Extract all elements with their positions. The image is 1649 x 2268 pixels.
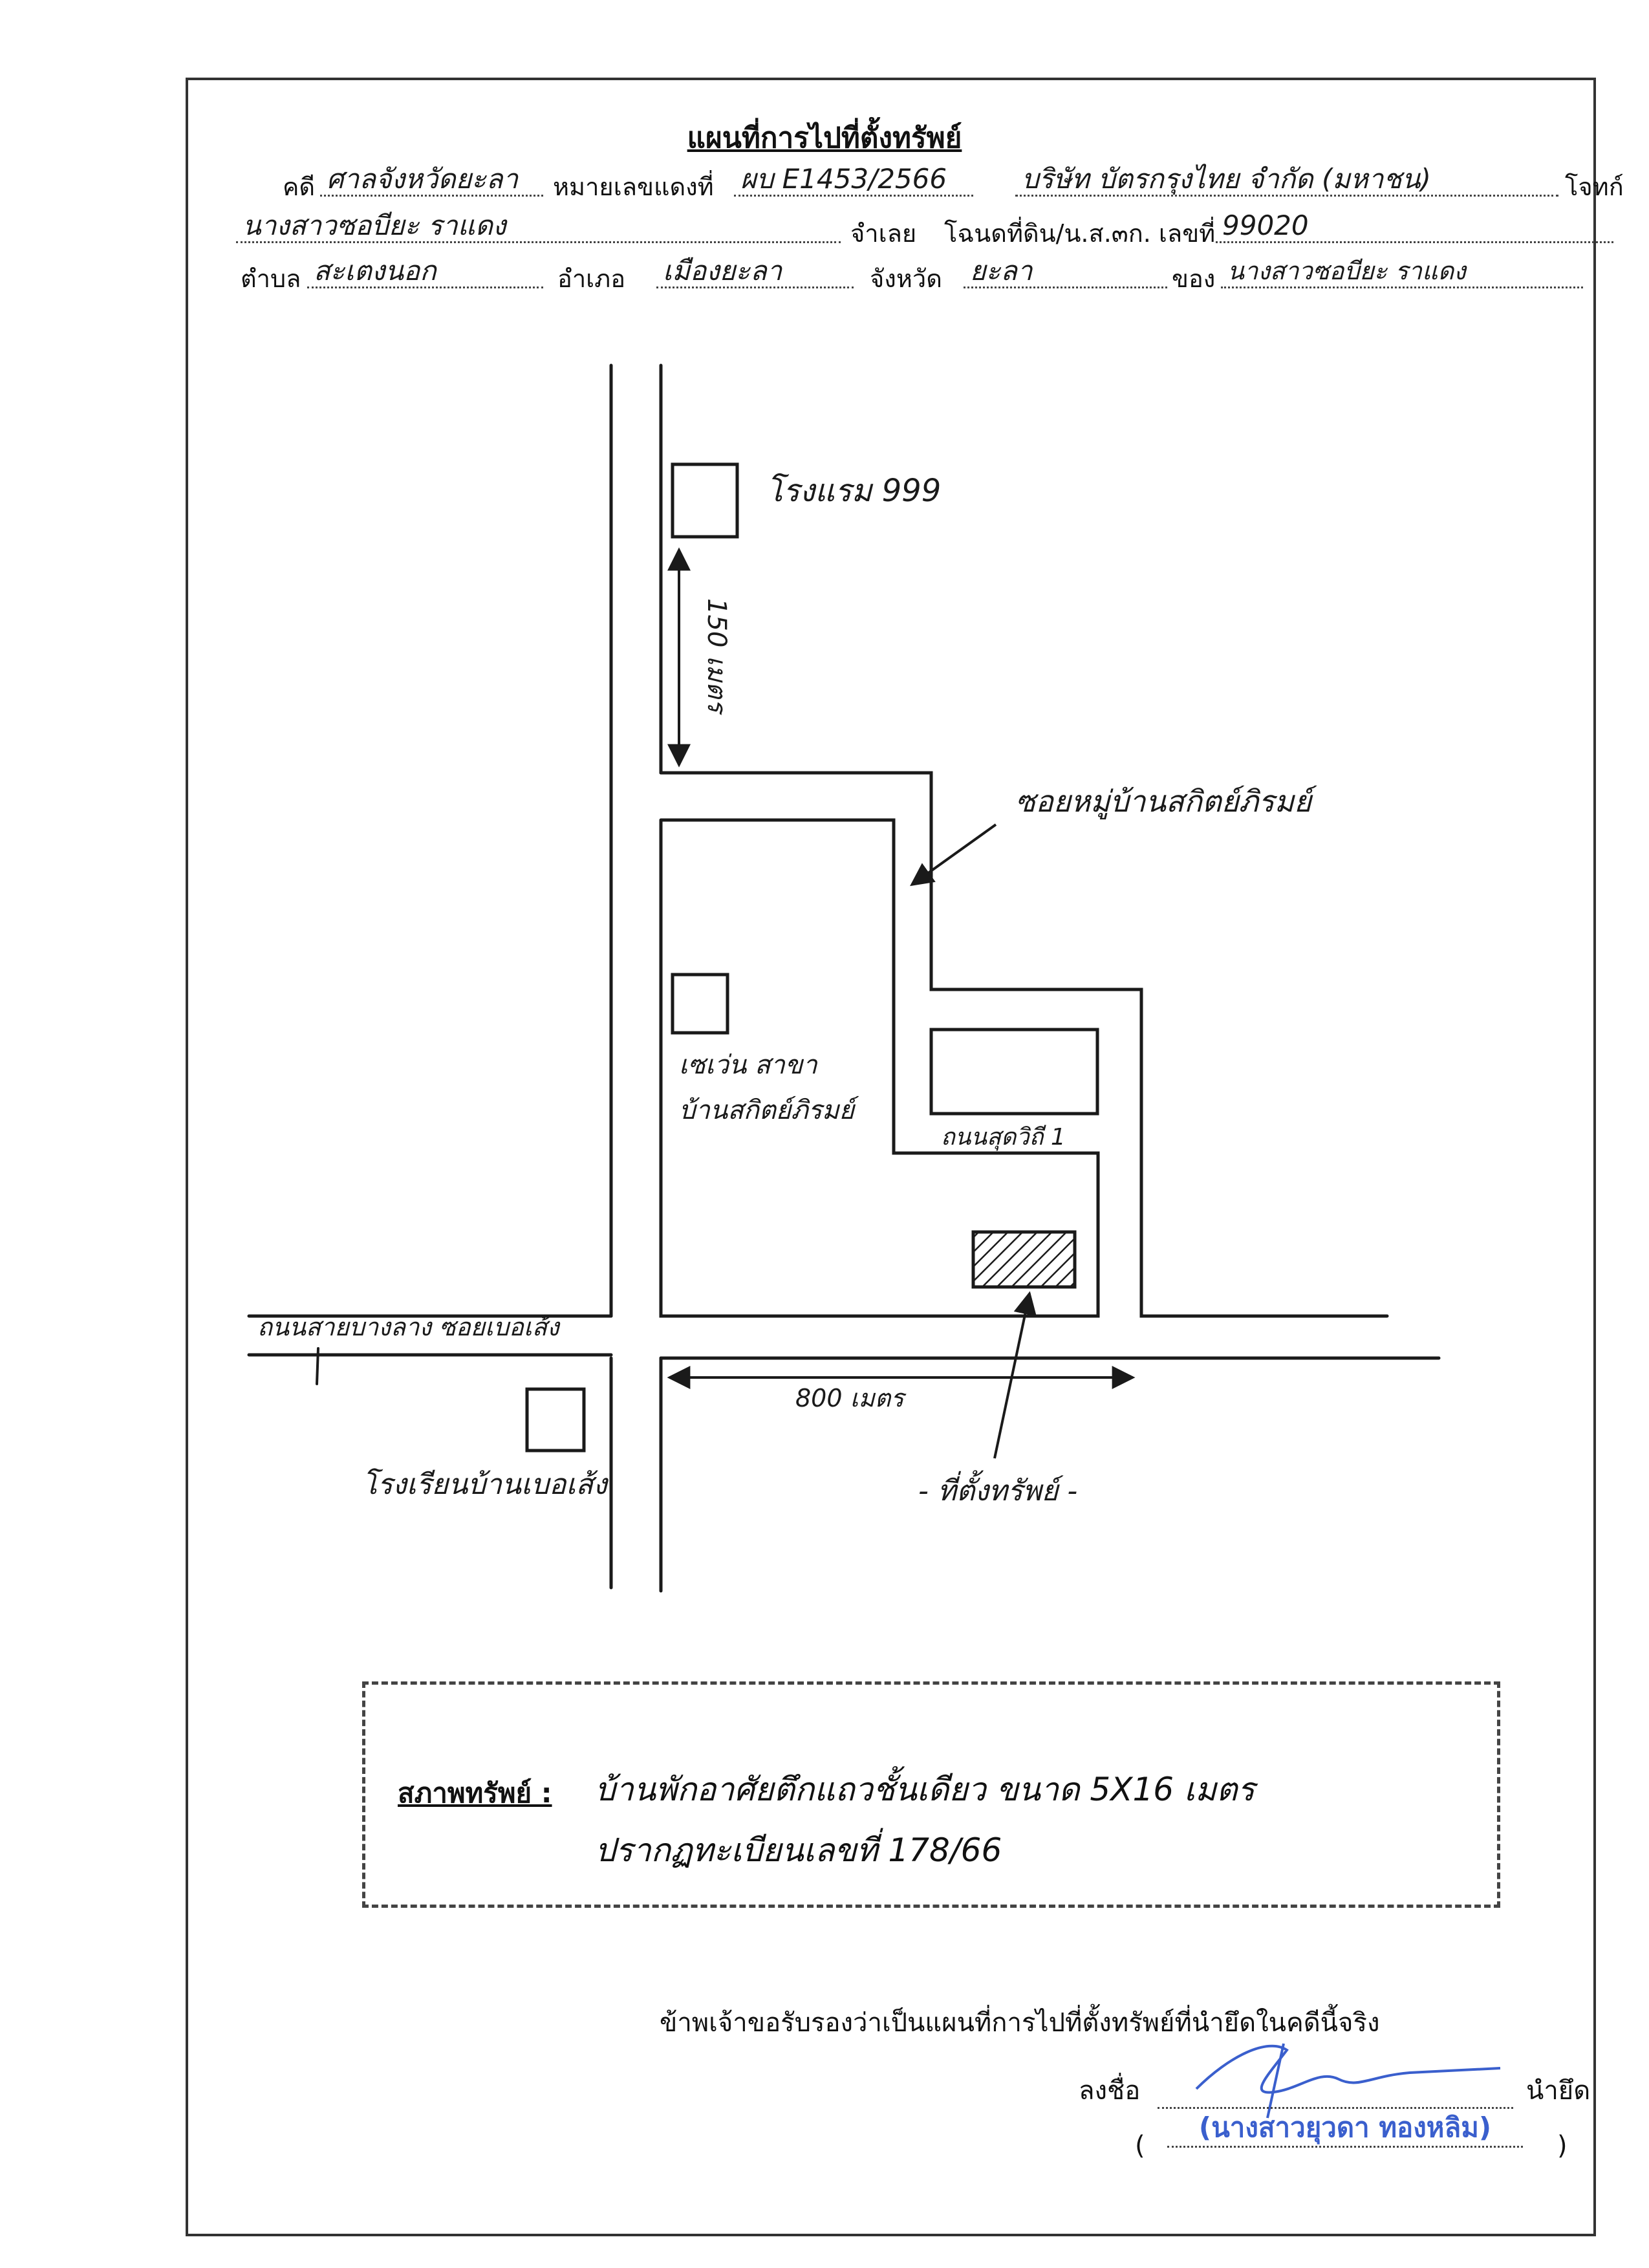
subdistrict-field: สะเตงนอก xyxy=(307,254,543,288)
east-distance-label: 800 เมตร xyxy=(795,1384,907,1412)
province-field: ยะลา xyxy=(964,254,1167,288)
hotel-label: โรงแรม 999 xyxy=(766,473,941,509)
property-pointer-arrow xyxy=(993,1291,1037,1459)
certification-statement: ข้าพเจ้าขอรับรองว่าเป็นแผนที่การไปที่ตั้… xyxy=(660,2008,1380,2038)
signer-name-stamp: (นางสาวยุวดา ทองหลิม) xyxy=(1167,2110,1523,2148)
district-field: เมืองยะลา xyxy=(656,254,854,288)
plaintiff-field: บริษัท บัตรกรุงไทย จำกัด (มหาชน) xyxy=(1015,162,1558,197)
red-number-label: หมายเลขแดงที่ xyxy=(553,173,714,201)
seven-eleven-label: เซเว่น สาขา xyxy=(679,1050,818,1080)
district-label: อำเภอ xyxy=(557,265,626,293)
defendant-field: นางสาวซอบียะ ราแดง xyxy=(236,208,841,243)
defendant-suffix: จำเลย xyxy=(850,219,917,248)
red-number-field: ผบ E1453/2566 xyxy=(734,162,973,197)
signature-line xyxy=(1158,2076,1513,2109)
property-condition-line-2: ปรากฏทะเบียนเลขที่ 178/66 xyxy=(595,1831,1002,1869)
owner-label: ของ xyxy=(1172,265,1216,293)
header-row-3: ตำบล สะเตงนอก อำเภอ เมืองยะลา จังหวัด ยะ… xyxy=(0,254,1649,299)
court-field: ศาลจังหวัดยะลา xyxy=(320,162,543,197)
sign-label: ลงชื่อ xyxy=(1079,2076,1141,2106)
soi-outer-edge xyxy=(659,771,1389,1318)
road-left-label: ถนนสายบางลาง ซอยเบอเส้ง xyxy=(257,1313,561,1341)
header-row-1: คดี ศาลจังหวัดยะลา หมายเลขแดงที่ ผบ E145… xyxy=(0,162,1649,207)
deed-label: โฉนดที่ดิน/น.ส.๓ก. เลขที่ xyxy=(944,219,1216,248)
form-title: แผนที่การไปที่ตั้งทรัพย์ xyxy=(687,122,962,155)
road-tick-mark xyxy=(316,1347,319,1385)
seven-eleven-building xyxy=(671,973,729,1035)
property-location-hatched xyxy=(971,1230,1077,1289)
open-paren: ( xyxy=(1135,2131,1145,2161)
deed-number-field: 99020 xyxy=(1216,208,1613,243)
plaintiff-suffix: โจทก์ xyxy=(1565,173,1624,201)
header-row-2: นางสาวซอบียะ ราแดง จำเลย โฉนดที่ดิน/น.ส.… xyxy=(0,208,1649,254)
hotel-building xyxy=(671,462,739,539)
property-label: - ที่ตั้งทรัพย์ - xyxy=(918,1470,1077,1507)
school-label: โรงเรียนบ้านเบอเส้ง xyxy=(362,1468,609,1501)
soi-label: ซอยหมู่บ้านสกิตย์ภิรมย์ xyxy=(1015,784,1317,819)
roadside-building xyxy=(929,1028,1099,1116)
province-label: จังหวัด xyxy=(870,265,942,293)
block-outline xyxy=(659,818,1100,1318)
road-right-label: ถนนสุดวิถี 1 xyxy=(941,1124,1066,1151)
case-label: คดี xyxy=(283,173,316,201)
signature-stroke xyxy=(1266,2043,1285,2119)
close-paren: ) xyxy=(1557,2131,1568,2161)
soi-pointer-arrow xyxy=(910,823,997,887)
school-building xyxy=(525,1387,586,1453)
sign-role: นำยึด xyxy=(1526,2076,1591,2106)
property-condition-label: สภาพทรัพย์ : xyxy=(398,1777,552,1809)
owner-field: นางสาวซอบียะ ราแดง xyxy=(1221,254,1583,288)
subdistrict-label: ตำบล xyxy=(241,265,301,293)
north-distance-label: 150 เมตร xyxy=(702,598,731,715)
seven-eleven-branch-label: บ้านสกิตย์ภิรมย์ xyxy=(679,1096,859,1125)
page-border xyxy=(186,78,1596,2236)
property-condition-box xyxy=(362,1681,1500,1908)
property-condition-line-1: บ้านพักอาศัยตึกแถวชั้นเดียว ขนาด 5X16 เม… xyxy=(595,1771,1255,1808)
